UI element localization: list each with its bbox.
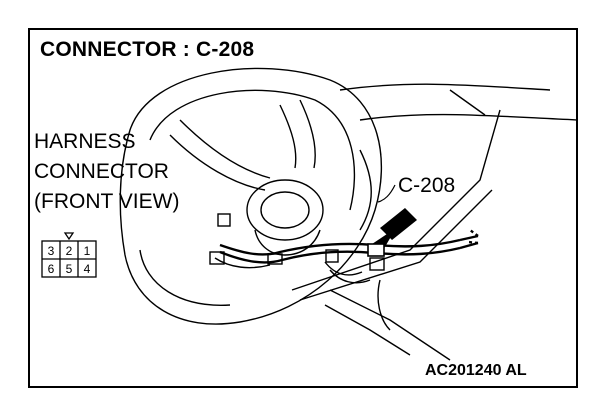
- connector-callout-label: C-208: [398, 174, 456, 197]
- steering-wheel-illustration: 3 2 1 6 5 4: [41, 67, 576, 361]
- harness-label-line: (FRONT VIEW): [34, 190, 180, 213]
- diagram-frame: 3 2 1 6 5 4 CONNECTOR : C-208 HARNESS CO…: [28, 28, 578, 388]
- pin-number: 1: [84, 244, 91, 258]
- pin-number: 5: [66, 262, 73, 276]
- connector-key-mark: [63, 232, 75, 241]
- pin-number: 6: [48, 262, 55, 276]
- callout-leader-line: [377, 184, 396, 203]
- pin-number: 2: [66, 244, 73, 258]
- steering-column-hub: [246, 179, 324, 241]
- dashboard: [339, 83, 551, 91]
- steering-wheel-rim: [119, 67, 383, 325]
- figure-code: AC201240 AL: [425, 362, 527, 379]
- wheel-spoke: [179, 119, 271, 179]
- c-208-connector: [367, 243, 385, 257]
- harness-connector-label: HARNESS CONNECTOR (FRONT VIEW): [34, 127, 179, 217]
- pin-layout-diagram: [41, 232, 97, 278]
- pin-number: 4: [84, 262, 91, 276]
- harness-label-line: CONNECTOR: [34, 160, 169, 183]
- connector-body: [217, 213, 231, 227]
- harness-label-line: HARNESS: [34, 130, 136, 153]
- pin-number: 3: [48, 244, 55, 258]
- diagram-title: CONNECTOR : C-208: [40, 38, 255, 61]
- wiring-harness: [219, 238, 461, 256]
